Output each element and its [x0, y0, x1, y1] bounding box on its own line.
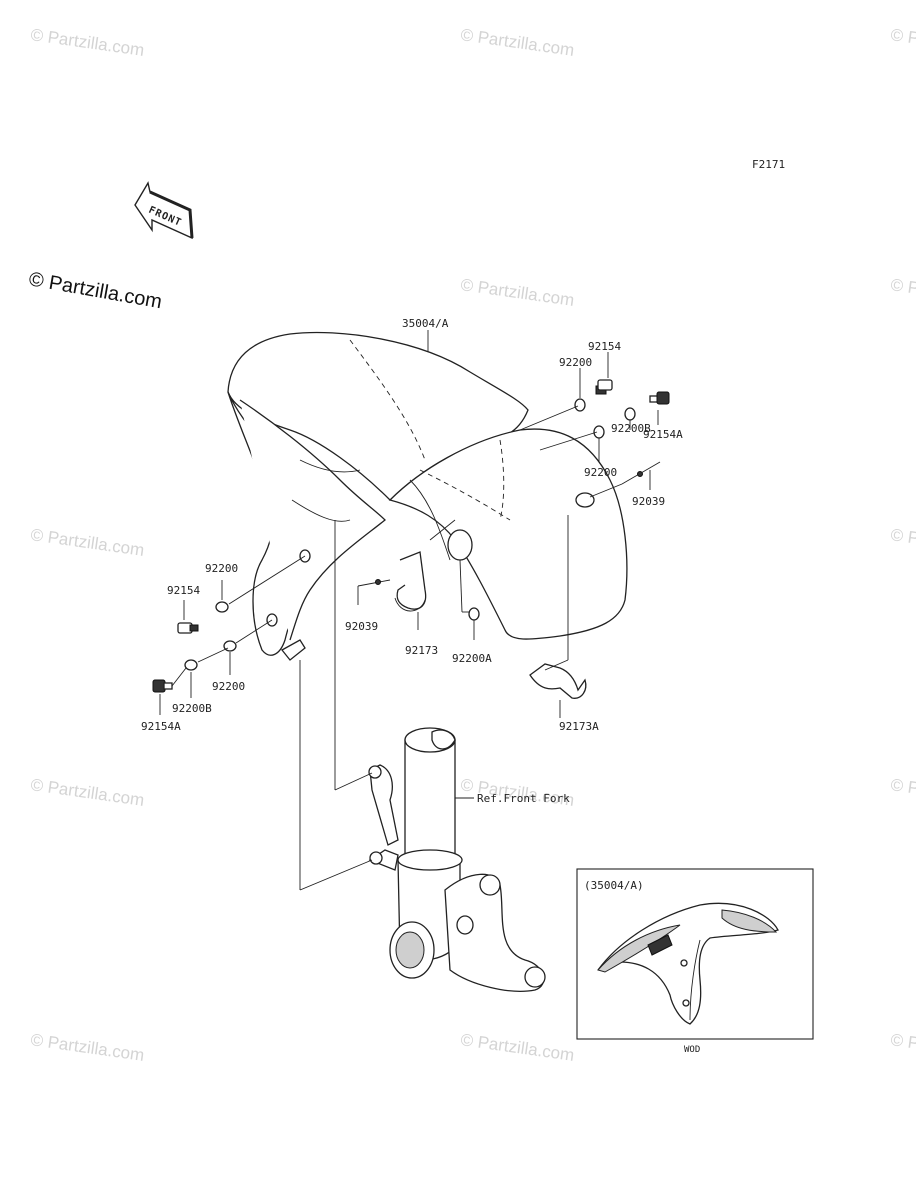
washer-icon [624, 407, 636, 421]
watermark: © Partzilla.com [29, 1030, 145, 1065]
watermark: © Partzilla.com [889, 275, 916, 310]
inset-panel: (35004/A) WOD [576, 868, 814, 1055]
callout-fork-ref: Ref.Front Fork [477, 792, 570, 805]
front-arrow-icon: FRONT [134, 181, 194, 240]
watermark: © Partzilla.com [29, 25, 145, 60]
bolt-icon [177, 622, 199, 634]
watermark: © Partzilla.com [459, 1030, 575, 1065]
figure-code: F2171 [752, 158, 785, 171]
callout-fender: 35004/A [402, 317, 449, 330]
callout-washer: 92200 [205, 562, 238, 575]
front-fork [299, 520, 546, 992]
washer-icon [574, 398, 586, 412]
inset-fender [597, 902, 779, 1025]
hardware-right [519, 352, 670, 498]
callout-bolt: 92154 [588, 340, 621, 353]
copyright-mark: © Partzilla.com [27, 268, 164, 313]
callout-washer: 92200 [584, 466, 617, 479]
washer-icon [184, 659, 198, 671]
washer-icon [593, 425, 605, 439]
callout-bolt: 92154 [167, 584, 200, 597]
bolt-icon [649, 391, 670, 405]
watermark: © Partzilla.com [459, 275, 575, 310]
watermark: © Partzilla.com [889, 525, 916, 560]
hardware-left [152, 555, 306, 715]
watermark: © Partzilla.com [29, 525, 145, 560]
watermark: © Partzilla.com [889, 775, 916, 810]
callout-washer: 92200 [559, 356, 592, 369]
watermark: © Partzilla.com [459, 25, 575, 60]
callout-clip: 92039 [632, 495, 665, 508]
washer-92200a [459, 559, 480, 640]
front-fender [227, 331, 628, 661]
callout-bolt-a: 92154A [643, 428, 683, 441]
callouts: 35004/A 92200 92154 92154A 92200B 92200 … [141, 317, 683, 805]
watermark: © Partzilla.com [29, 775, 145, 810]
callout-clamp-a: 92173A [559, 720, 599, 733]
callout-washer-b: 92200B [611, 422, 651, 435]
washer-icon [215, 601, 229, 613]
callout-washer-a: 92200A [452, 652, 492, 665]
clamp-a [529, 515, 587, 718]
callout-washer-b: 92200B [172, 702, 212, 715]
watermark: © Partzilla.com [889, 1030, 916, 1065]
callout-clamp: 92173 [405, 644, 438, 657]
inset-caption: WOD [684, 1045, 700, 1055]
callout-clip: 92039 [345, 620, 378, 633]
callout-washer: 92200 [212, 680, 245, 693]
clamp-center [357, 519, 456, 630]
callout-bolt-a: 92154A [141, 720, 181, 733]
bolt-icon [595, 379, 613, 395]
watermark: © Partzilla.com [889, 25, 916, 60]
bolt-icon [152, 679, 173, 693]
inset-title: (35004/A) [584, 879, 644, 892]
